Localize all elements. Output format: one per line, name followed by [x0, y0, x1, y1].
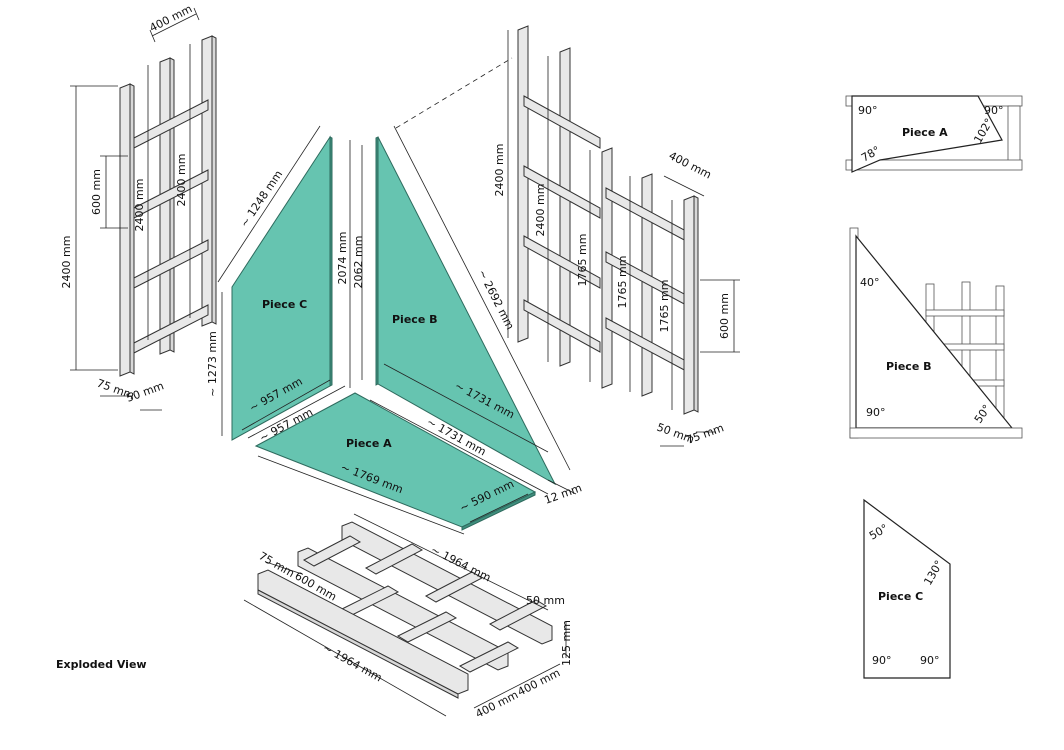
piece-a-panel [247, 385, 549, 535]
c-side-dim: ~ 1273 mm [206, 331, 219, 397]
left-post1-dim: 2400 mm [133, 179, 146, 232]
angle-a-tr: 90° [984, 104, 1004, 117]
piece-c-label: Piece C [262, 298, 307, 311]
side-view-piece-c [863, 498, 951, 679]
side-view-piece-a [845, 95, 1023, 173]
base-height-dim: 125 mm [560, 620, 573, 666]
angle-c-br: 90° [920, 654, 940, 667]
angle-b-top: 40° [860, 276, 880, 289]
base-w1-dim: 400 mm [473, 688, 520, 720]
left-ladder-frame [70, 7, 217, 411]
b-h1-dim: 2074 mm [336, 232, 349, 285]
base-w2-dim: 400 mm [515, 666, 562, 698]
b-h2-dim: 2062 mm [352, 236, 365, 289]
piece-c-panel [217, 125, 333, 441]
piece-a-side-label: Piece A [902, 126, 948, 139]
base-frame [243, 513, 567, 717]
left-post2-dim: 2400 mm [175, 154, 188, 207]
panel-thick-dim: 12 mm [543, 481, 584, 507]
left-thick-dim: 50 mm [125, 379, 166, 405]
piece-b-label: Piece B [392, 313, 438, 326]
left-spacing-dim: 600 mm [90, 169, 103, 215]
piece-b-panel [349, 57, 577, 495]
angle-a-tl: 90° [858, 104, 878, 117]
right-post-dim: 2400 mm [534, 184, 547, 237]
right-h3-dim: 1765 mm [658, 280, 671, 333]
right-h2-dim: 1765 mm [616, 256, 629, 309]
angle-b-bl: 90° [866, 406, 886, 419]
right-spacing-dim: 600 mm [718, 293, 731, 339]
right-width-dim: 400 mm [667, 149, 714, 181]
exploded-view-title: Exploded View [56, 658, 147, 671]
piece-b-side-label: Piece B [886, 360, 932, 373]
right-ladder-frame [507, 25, 740, 447]
left-height-dim: 2400 mm [60, 236, 73, 289]
angle-c-bl: 90° [872, 654, 892, 667]
right-depth-dim: 75 mm [685, 421, 726, 447]
base-thick-dim: 50 mm [526, 594, 565, 607]
right-height-dim: 2400 mm [493, 144, 506, 197]
side-view-piece-b [849, 227, 1023, 439]
piece-c-side-label: Piece C [878, 590, 923, 603]
b-hyp-dim: ~ 2692 mm [475, 267, 516, 331]
piece-a-label: Piece A [346, 437, 392, 450]
right-h1-dim: 1765 mm [576, 234, 589, 287]
